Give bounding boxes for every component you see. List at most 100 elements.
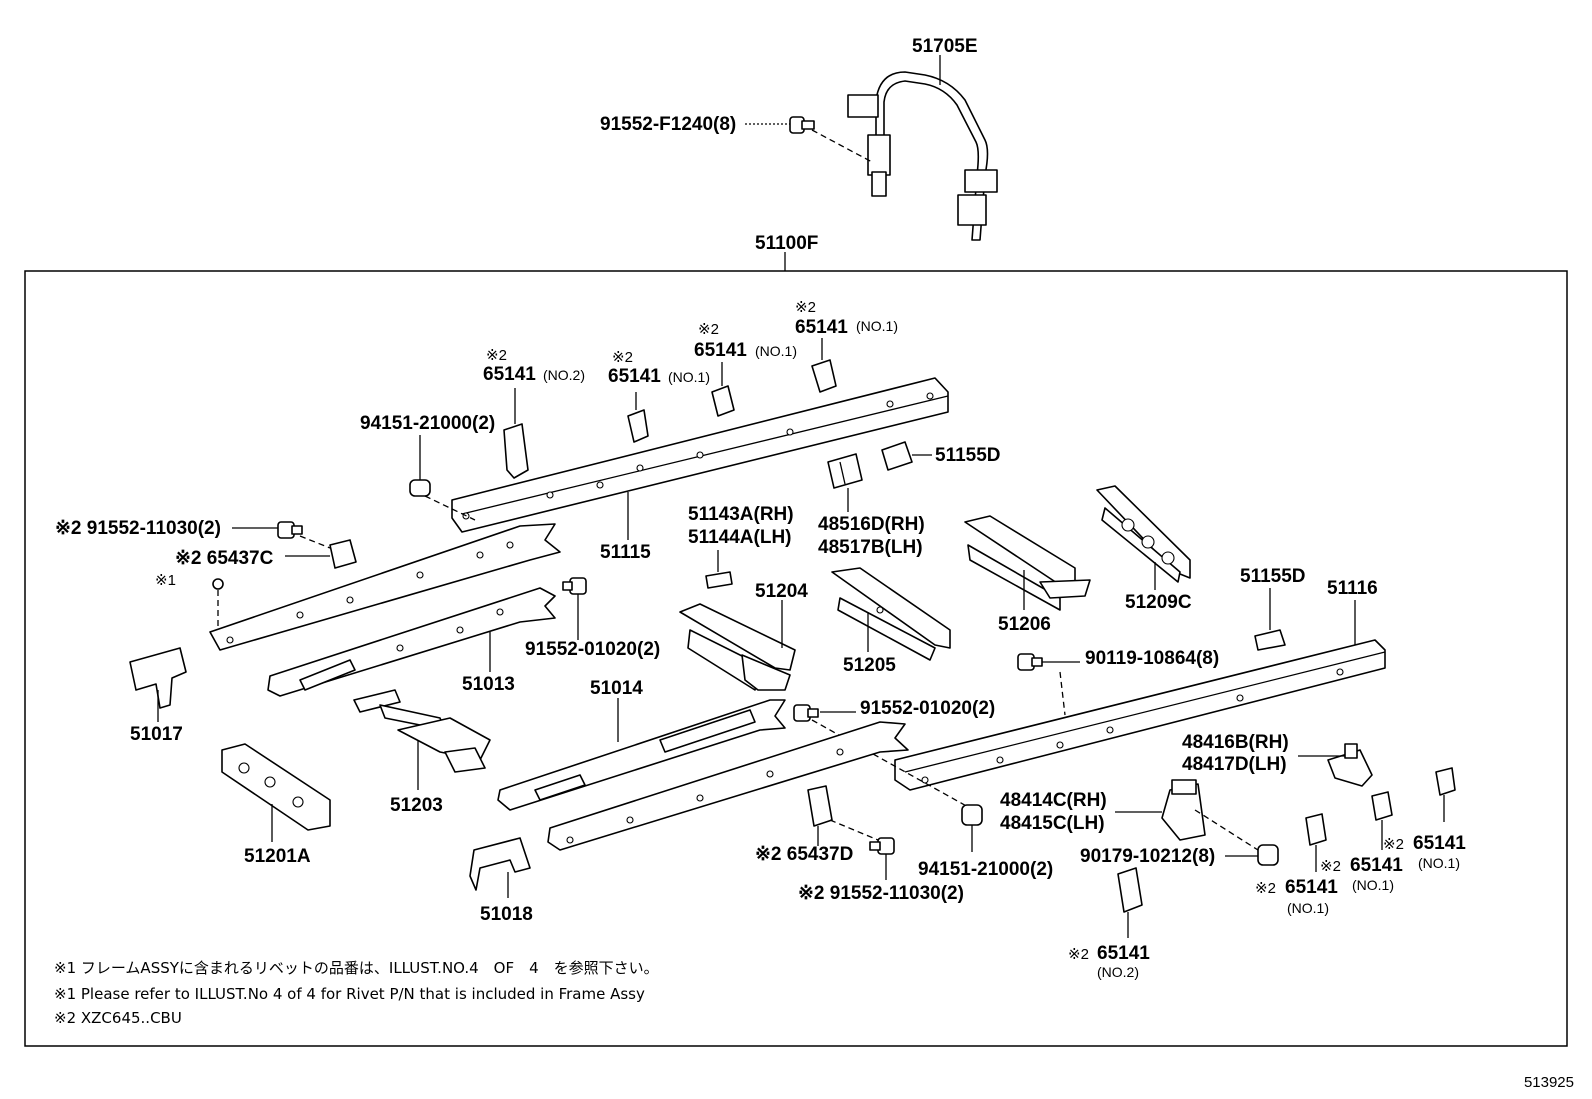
part-51205[interactable] bbox=[831, 567, 951, 661]
label-51209C: 51209C bbox=[1125, 592, 1192, 613]
bracket-65141-e[interactable] bbox=[1435, 767, 1456, 796]
label-51206: 51206 bbox=[998, 614, 1051, 635]
bolt-90119[interactable] bbox=[1017, 653, 1043, 671]
part-51115[interactable] bbox=[451, 377, 949, 533]
mark-65141-a: ※2 bbox=[486, 347, 507, 364]
label-51144A: 51144A(LH) bbox=[688, 527, 792, 548]
nut-94151-bottom[interactable] bbox=[961, 804, 983, 826]
mark-65141-g: ※2 bbox=[1255, 880, 1276, 897]
part-51705E[interactable] bbox=[847, 71, 998, 241]
part-51018[interactable] bbox=[469, 837, 531, 891]
bolt-91552-11030-top[interactable] bbox=[277, 521, 303, 539]
part-48414C[interactable] bbox=[1161, 779, 1206, 841]
label-48416B: 48416B(RH) bbox=[1182, 732, 1289, 753]
label-51155D-top: 51155D bbox=[935, 445, 1001, 466]
label-48415C: 48415C(LH) bbox=[1000, 813, 1105, 834]
mark-65141-c: ※2 bbox=[698, 321, 719, 338]
note-65141-h: (NO.2) bbox=[1097, 964, 1139, 980]
label-48517B: 48517B(LH) bbox=[818, 537, 923, 558]
label-51014: 51014 bbox=[590, 678, 643, 699]
label-91552-F1240: 91552-F1240(8) bbox=[600, 114, 736, 135]
part-51155D-right[interactable] bbox=[1254, 629, 1286, 651]
part-51017[interactable] bbox=[129, 647, 187, 709]
bracket-65141-b[interactable] bbox=[627, 409, 649, 443]
label-51203: 51203 bbox=[390, 795, 443, 816]
label-94151-bottom: 94151-21000(2) bbox=[918, 859, 1053, 880]
note-65141-b: (NO.1) bbox=[668, 369, 710, 385]
label-91552-01020-left: 91552-01020(2) bbox=[525, 639, 660, 660]
frame-assy-box bbox=[24, 270, 1568, 1047]
bolt-91552-01020-mid[interactable] bbox=[793, 704, 819, 722]
bolt-91552-11030-bottom[interactable] bbox=[869, 837, 895, 855]
part-65437C[interactable] bbox=[329, 539, 357, 569]
label-65141-a: 65141 bbox=[483, 364, 536, 385]
bracket-65141-a[interactable] bbox=[503, 423, 529, 479]
bracket-65141-h[interactable] bbox=[1117, 867, 1143, 913]
label-90119: 90119-10864(8) bbox=[1085, 648, 1219, 669]
mark-65141-h: ※2 bbox=[1068, 946, 1089, 963]
note-65141-f: (NO.1) bbox=[1352, 877, 1394, 893]
label-65141-g: 65141 bbox=[1285, 877, 1338, 898]
part-48416B[interactable] bbox=[1327, 743, 1373, 787]
label-51017: 51017 bbox=[130, 724, 183, 745]
label-65141-f: 65141 bbox=[1350, 855, 1403, 876]
label-51115: 51115 bbox=[600, 542, 651, 563]
mark-65141-f: ※2 bbox=[1320, 858, 1341, 875]
bracket-65141-g[interactable] bbox=[1305, 813, 1327, 846]
bracket-65141-f[interactable] bbox=[1371, 791, 1393, 821]
part-51204[interactable] bbox=[679, 603, 796, 691]
bracket-65141-c[interactable] bbox=[711, 385, 735, 417]
part-51013-upper[interactable] bbox=[209, 523, 561, 651]
part-51155D-top[interactable] bbox=[881, 441, 913, 471]
label-91552-01020-mid: 91552-01020(2) bbox=[860, 698, 995, 719]
label-51018: 51018 bbox=[480, 904, 533, 925]
note-65141-e: (NO.1) bbox=[1418, 855, 1460, 871]
label-90179: 90179-10212(8) bbox=[1080, 846, 1215, 867]
mark-rivet: ※1 bbox=[155, 572, 176, 589]
label-91552-11030-top: ※2 91552-11030(2) bbox=[55, 518, 221, 539]
part-65437D[interactable] bbox=[807, 785, 833, 827]
part-51014[interactable] bbox=[497, 699, 786, 811]
label-51155D-right: 51155D bbox=[1240, 566, 1306, 587]
label-65141-c: 65141 bbox=[694, 340, 747, 361]
part-lower-rail[interactable] bbox=[547, 721, 909, 851]
nut-90179[interactable] bbox=[1257, 844, 1279, 866]
label-51100F: 51100F bbox=[755, 233, 818, 254]
diagram-id: 513925 bbox=[1523, 1074, 1574, 1091]
label-65141-h: 65141 bbox=[1097, 943, 1150, 964]
label-65141-e: 65141 bbox=[1413, 833, 1466, 854]
bolt-91552-01020-left[interactable] bbox=[562, 577, 587, 595]
label-51143A: 51143A(RH) bbox=[688, 504, 794, 525]
footnote-2: ※2 XZC645..CBU bbox=[54, 1009, 182, 1027]
label-51204: 51204 bbox=[755, 581, 808, 602]
part-48516D[interactable] bbox=[827, 453, 863, 489]
label-51205: 51205 bbox=[843, 655, 896, 676]
label-51201A: 51201A bbox=[244, 846, 311, 867]
mark-65141-d: ※2 bbox=[795, 299, 816, 316]
part-51013[interactable] bbox=[267, 587, 556, 697]
label-51116: 51116 bbox=[1327, 578, 1378, 599]
footnote-1-jp: ※1 フレームASSYに含まれるリベットの品番は、ILLUST.NO.4 OF … bbox=[54, 959, 659, 977]
part-51116[interactable] bbox=[894, 639, 1386, 791]
label-65141-d: 65141 bbox=[795, 317, 848, 338]
label-51013: 51013 bbox=[462, 674, 515, 695]
bracket-65141-d[interactable] bbox=[811, 359, 837, 393]
mark-65141-b: ※2 bbox=[612, 349, 633, 366]
nut-94151-top[interactable] bbox=[409, 479, 431, 497]
footnote-1-en: ※1 Please refer to ILLUST.No 4 of 4 for … bbox=[54, 985, 645, 1003]
mark-65141-e: ※2 bbox=[1383, 836, 1404, 853]
note-65141-g: (NO.1) bbox=[1287, 900, 1329, 916]
part-51143A[interactable] bbox=[705, 571, 733, 589]
part-51203[interactable] bbox=[353, 689, 491, 773]
label-48417D: 48417D(LH) bbox=[1182, 754, 1287, 775]
label-65437D: ※2 65437D bbox=[755, 844, 853, 865]
note-65141-d: (NO.1) bbox=[856, 318, 898, 334]
label-48414C: 48414C(RH) bbox=[1000, 790, 1107, 811]
part-51206[interactable] bbox=[964, 515, 1091, 611]
part-51201A[interactable] bbox=[221, 743, 331, 831]
note-65141-a: (NO.2) bbox=[543, 367, 585, 383]
rivet[interactable] bbox=[212, 578, 224, 628]
part-51209C[interactable] bbox=[1096, 485, 1191, 583]
bolt-91552-F1240[interactable] bbox=[789, 116, 815, 134]
